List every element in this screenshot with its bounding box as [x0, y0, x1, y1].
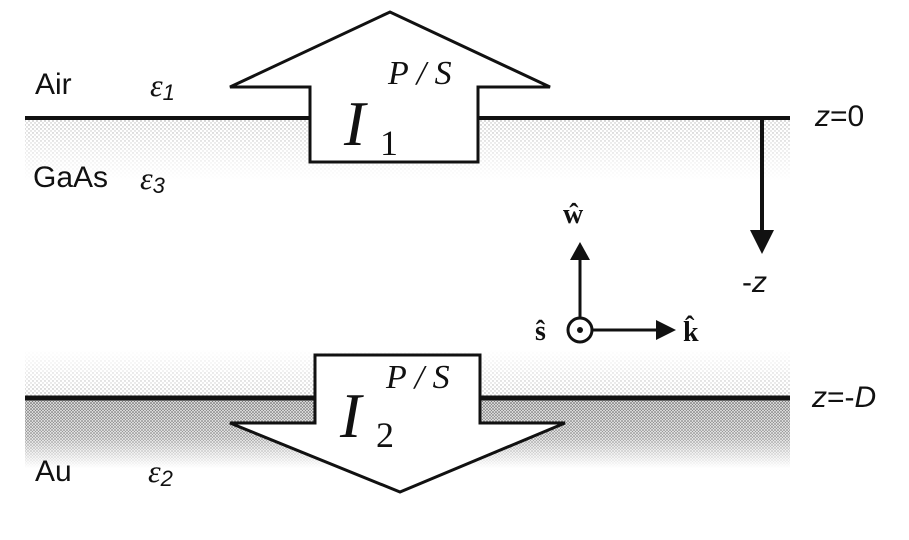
epsilon-2-label: ε2 — [148, 453, 173, 491]
intensity-1-label: I 1 P / S — [343, 55, 452, 163]
gaas-label: GaAs — [33, 161, 108, 194]
svg-text:2: 2 — [376, 415, 394, 455]
s-unit-vector-label: ŝ — [535, 316, 546, 347]
svg-text:P / S: P / S — [387, 55, 452, 92]
minus-z-direction-arrow — [750, 118, 774, 254]
minus-z-label: -z — [742, 266, 767, 299]
intensity-2-label: I 2 P / S — [339, 359, 450, 455]
svg-text:1: 1 — [380, 123, 398, 163]
upward-intensity-arrow — [229, 10, 551, 164]
au-label: Au — [35, 455, 72, 488]
svg-text:I: I — [343, 88, 368, 159]
k-unit-vector-label: k̂ — [683, 315, 699, 348]
svg-text:I: I — [339, 380, 364, 451]
z-equals-zero-label: z=0 — [814, 100, 864, 133]
svg-text:P / S: P / S — [385, 359, 450, 396]
z-equals-minus-d-label: z=-D — [811, 381, 876, 414]
air-label: Air — [35, 68, 72, 101]
k-axis-arrowhead — [656, 320, 676, 340]
w-axis-arrowhead — [570, 242, 590, 260]
downward-intensity-arrow — [229, 353, 566, 494]
coordinate-axes — [566, 242, 676, 344]
w-unit-vector-label: ŵ — [563, 199, 584, 230]
epsilon-3-label: ε3 — [140, 160, 166, 198]
epsilon-1-label: ε1 — [150, 67, 175, 105]
